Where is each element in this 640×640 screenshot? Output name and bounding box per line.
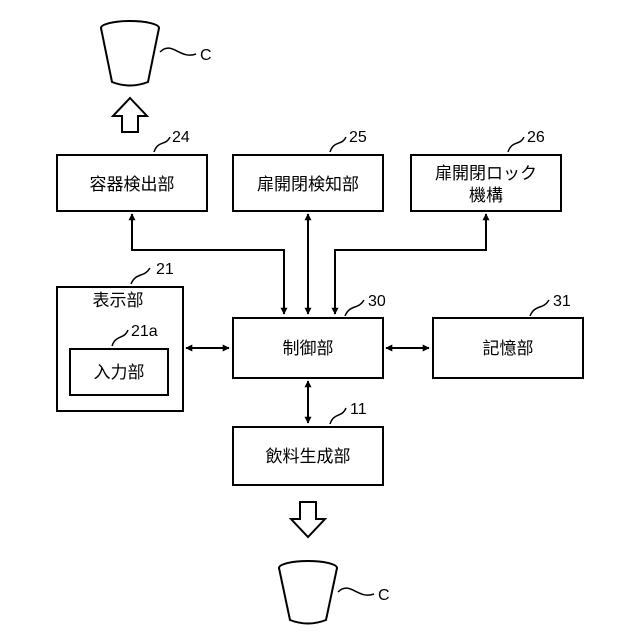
- beverage-ref: 11: [350, 401, 367, 418]
- display-leader: [131, 268, 150, 284]
- beverage-leader: [330, 408, 346, 424]
- hollow-up-arrow-icon: [113, 98, 147, 132]
- hollow-down-arrow-icon: [291, 502, 325, 537]
- storage-ref: 31: [553, 293, 571, 310]
- door-lock-ref: 26: [527, 129, 545, 146]
- input-label: 入力部: [94, 363, 145, 383]
- door-lock-label-line1: 扉開閉ロック: [435, 164, 537, 184]
- cup-top-ref: C: [200, 47, 212, 64]
- cup-bottom-ref: C: [378, 587, 390, 604]
- control-leader: [345, 300, 364, 316]
- door-lock-leader: [508, 137, 524, 152]
- container-detection-ref: 24: [172, 129, 190, 146]
- container-detection-label: 容器検出部: [90, 175, 175, 195]
- door-lock-label-line2: 機構: [469, 186, 503, 206]
- control-label: 制御部: [283, 339, 334, 359]
- input-ref: 21a: [131, 323, 158, 340]
- cup-top-leader: [160, 48, 196, 55]
- cup-bottom-icon: [279, 561, 337, 624]
- container-detection-leader: [154, 137, 170, 152]
- door-detection-ref: 25: [349, 129, 367, 146]
- arrow-door-lock-to-control: [335, 214, 486, 314]
- cup-top-icon: [101, 21, 159, 86]
- storage-leader: [530, 300, 549, 316]
- cup-bottom-leader: [338, 588, 374, 595]
- control-ref: 30: [368, 293, 386, 310]
- door-detection-label: 扉開閉検知部: [257, 175, 359, 195]
- display-ref: 21: [156, 261, 174, 278]
- display-label: 表示部: [93, 291, 144, 311]
- beverage-label: 飲料生成部: [266, 447, 351, 467]
- door-detection-leader: [330, 137, 346, 152]
- storage-label: 記憶部: [483, 339, 534, 359]
